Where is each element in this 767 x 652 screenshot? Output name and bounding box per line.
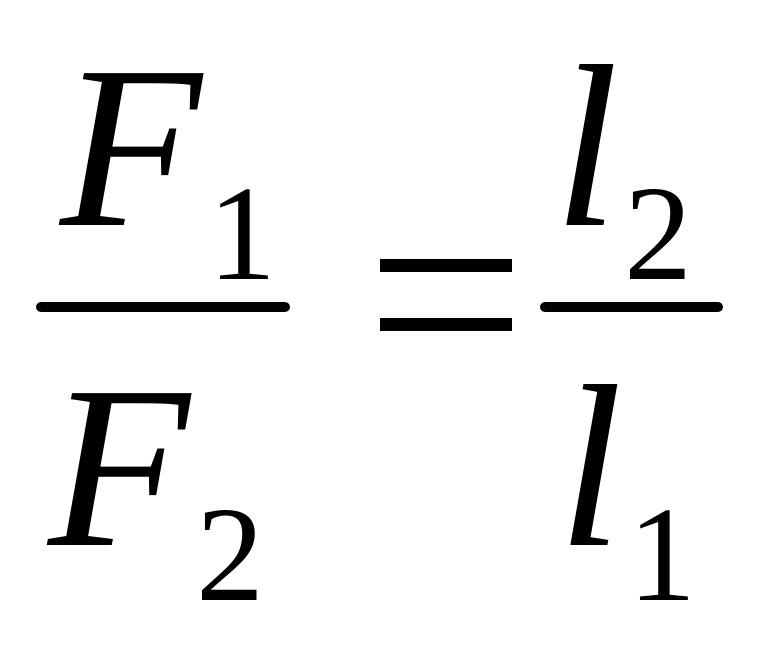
denominator-subscript: 1 xyxy=(628,480,696,630)
numerator-subscript: 1 xyxy=(208,159,276,309)
equals-bar-top xyxy=(380,259,512,272)
numerator-subscript: 2 xyxy=(624,159,692,309)
right-fraction: l 2 l 1 xyxy=(540,19,723,630)
denominator-subscript: 2 xyxy=(196,480,264,630)
numerator-symbol-l: l xyxy=(554,19,618,276)
equals-bar-bottom xyxy=(380,318,512,331)
fraction-bar-left xyxy=(36,302,290,312)
numerator-symbol-F: F xyxy=(58,19,204,276)
fraction-bar-right xyxy=(540,302,723,312)
denominator-symbol-F: F xyxy=(46,339,192,596)
denominator-symbol-l: l xyxy=(558,339,622,596)
left-fraction: F 1 F 2 xyxy=(36,19,290,630)
equals-sign xyxy=(380,259,512,331)
